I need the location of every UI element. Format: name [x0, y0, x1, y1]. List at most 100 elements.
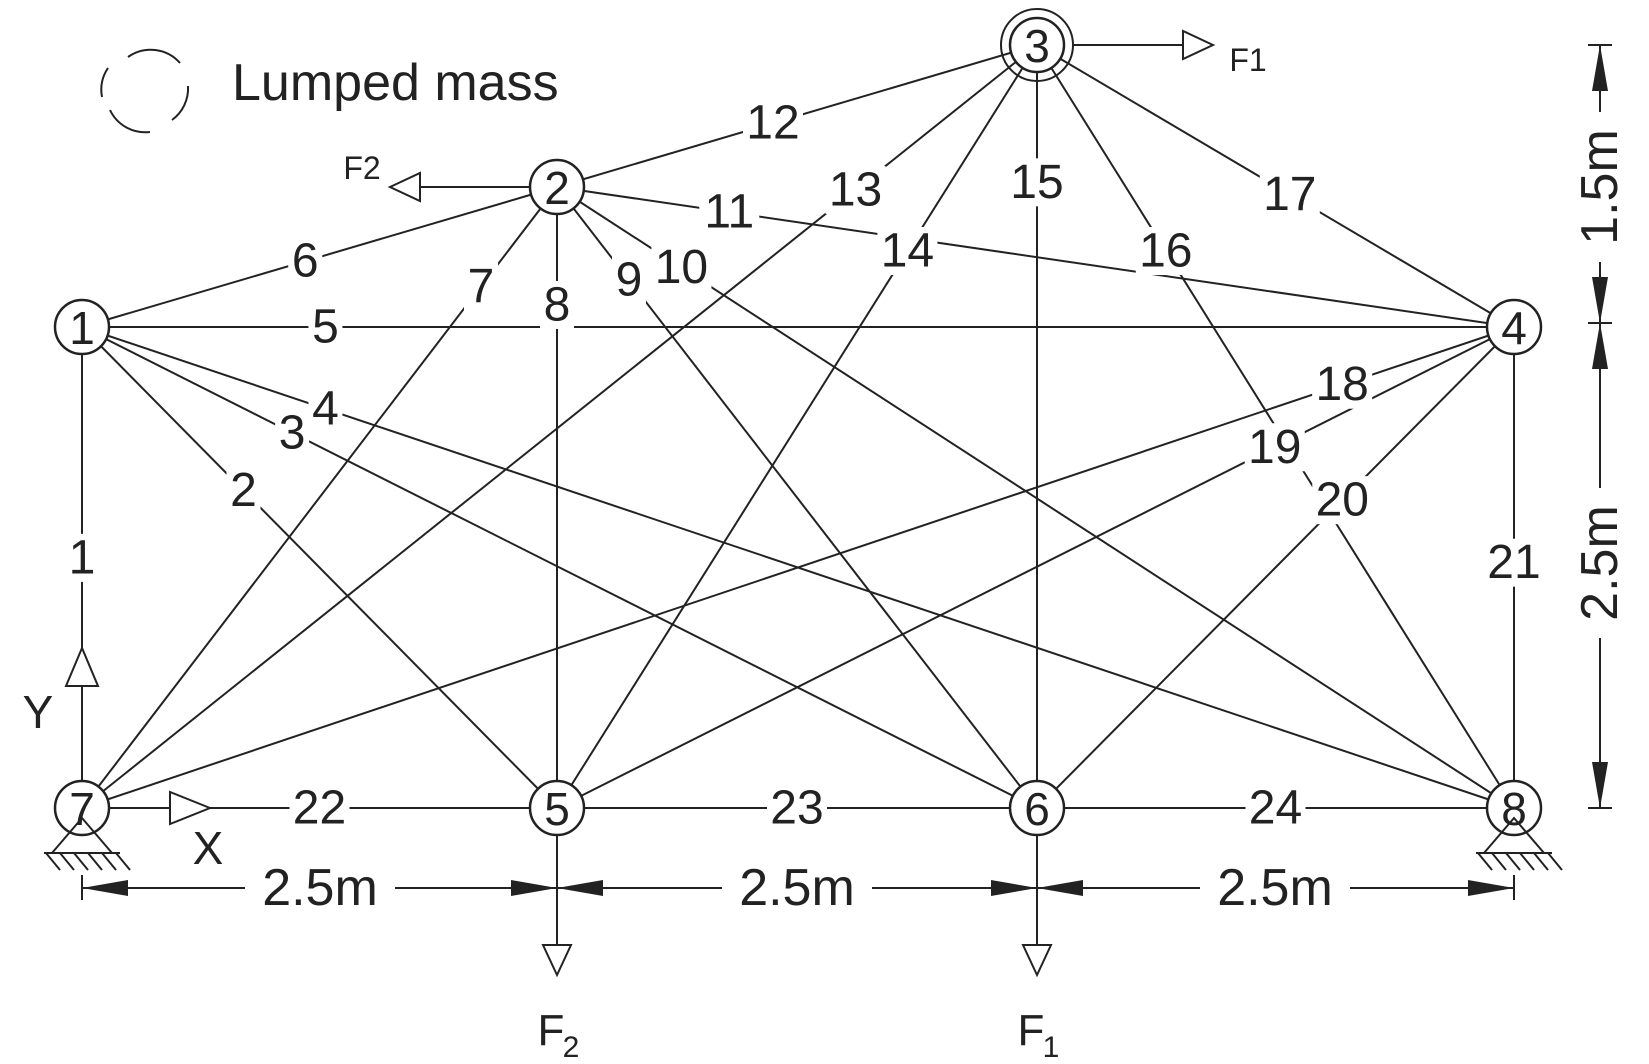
member-label-bg	[651, 243, 712, 292]
node-8-label: 8	[1501, 783, 1527, 835]
force-F1-right: F1	[1073, 29, 1267, 78]
force-subscript: 1	[1043, 1031, 1060, 1064]
dimensions: 2.5m 2.5m 2.5m 1.5m 2.5m	[81, 44, 1629, 917]
member-label-bg	[1312, 476, 1373, 525]
dimension-arrow-icon	[1037, 880, 1083, 896]
lumped-mass-legend-arc	[171, 85, 190, 121]
node-2-label: 2	[544, 162, 570, 214]
node-6-label: 6	[1024, 783, 1050, 835]
dimension-label-top: 1.5m	[1571, 129, 1629, 245]
member-label-19: 19	[1248, 421, 1301, 474]
node-8-circle	[1485, 779, 1543, 837]
force-arrow-icon	[1182, 29, 1216, 61]
dimension-arrow-icon	[1468, 880, 1514, 896]
support-triangle	[51, 816, 113, 854]
member-label-24: 24	[1249, 782, 1302, 835]
member-10	[556, 186, 1515, 809]
member-3	[81, 326, 1038, 809]
dimension-label-bg	[1574, 112, 1626, 262]
member-label-18: 18	[1315, 358, 1368, 411]
member-label-22: 22	[293, 782, 346, 835]
support-hatch	[1477, 852, 1493, 871]
member-label-bg	[767, 784, 827, 832]
member-label-15: 15	[1010, 156, 1063, 209]
member-label-21: 21	[1487, 536, 1540, 589]
support-hatch	[1519, 852, 1535, 871]
node-4-circle	[1485, 298, 1543, 356]
dimension-label-bg	[722, 862, 872, 914]
member-2	[81, 326, 558, 809]
force-arrow-icon	[387, 171, 421, 203]
member-label-6: 6	[292, 235, 319, 288]
member-label-11: 11	[704, 186, 754, 239]
member-label-bg	[288, 237, 323, 286]
member-label-4: 4	[312, 382, 339, 435]
member-label-bg	[1245, 784, 1306, 832]
support-hatch	[73, 852, 89, 871]
member-label-9: 9	[616, 254, 643, 307]
force-label: F	[538, 1006, 565, 1055]
node-5-label: 5	[544, 783, 570, 835]
dimension-label-span-2: 2.5m	[739, 859, 855, 917]
dimension-arrow-icon	[991, 880, 1037, 896]
member-label-bg	[226, 466, 261, 515]
member-label-bg	[289, 784, 350, 832]
member-label-bg	[1259, 170, 1320, 219]
member-14	[556, 44, 1038, 809]
force-label: F2	[343, 150, 380, 186]
member-label-14: 14	[881, 225, 934, 278]
member-label-7: 7	[468, 260, 495, 313]
member-label-8: 8	[544, 278, 571, 331]
member-label-3: 3	[279, 406, 306, 459]
node-3-label: 3	[1024, 20, 1050, 72]
force-label: F1	[1229, 42, 1266, 78]
force-arrow-icon	[1021, 944, 1053, 978]
member-label-16: 16	[1139, 225, 1192, 278]
support-hatch	[87, 852, 103, 871]
force-label: F	[1018, 1006, 1045, 1055]
node-7-circle	[53, 779, 111, 837]
dimension-label-bottom: 2.5m	[1571, 505, 1629, 621]
supports	[44, 816, 1563, 871]
dimension-arrow-icon	[511, 880, 557, 896]
node-4-label: 4	[1501, 302, 1527, 354]
legend-label: Lumped mass	[232, 54, 559, 112]
member-label-bg	[612, 256, 646, 305]
member-label-bg	[743, 99, 803, 148]
support-hatch	[59, 852, 75, 871]
lumped-mass-legend-arc	[109, 109, 151, 134]
member-label-bg	[1135, 227, 1196, 276]
force-F2-down: F2	[538, 835, 579, 1064]
support-hatch	[45, 852, 61, 871]
dimension-arrow-icon	[1592, 45, 1608, 91]
node-3-circle	[1008, 16, 1066, 74]
dimension-label-bg	[1574, 488, 1626, 638]
member-label-bg	[464, 262, 498, 311]
node-1-label: 1	[69, 302, 95, 354]
axes-indicator: Y X	[23, 645, 224, 874]
x-axis-label: X	[193, 822, 224, 874]
y-axis-arrow-icon	[64, 645, 100, 687]
dimension-label-bg	[1200, 862, 1350, 914]
member-label-bg	[308, 303, 343, 351]
legend: Lumped mass	[100, 48, 559, 134]
member-label-bg	[308, 384, 343, 433]
support-triangle	[1483, 816, 1545, 854]
member-label-bg	[1484, 538, 1544, 587]
force-F1-down: F1	[1018, 835, 1060, 1064]
support-hatch	[115, 852, 131, 871]
member-label-bg	[1007, 158, 1067, 207]
member-label-bg	[65, 533, 99, 582]
member-label-bg	[825, 165, 886, 214]
member-label-bg	[275, 408, 310, 457]
support-hatch	[101, 852, 117, 871]
member-label-bg	[877, 227, 938, 276]
dimension-arrow-icon	[1592, 277, 1608, 323]
member-label-bg	[699, 188, 760, 237]
support-hatch	[1505, 852, 1521, 871]
pin-support-7-icon	[44, 816, 131, 871]
